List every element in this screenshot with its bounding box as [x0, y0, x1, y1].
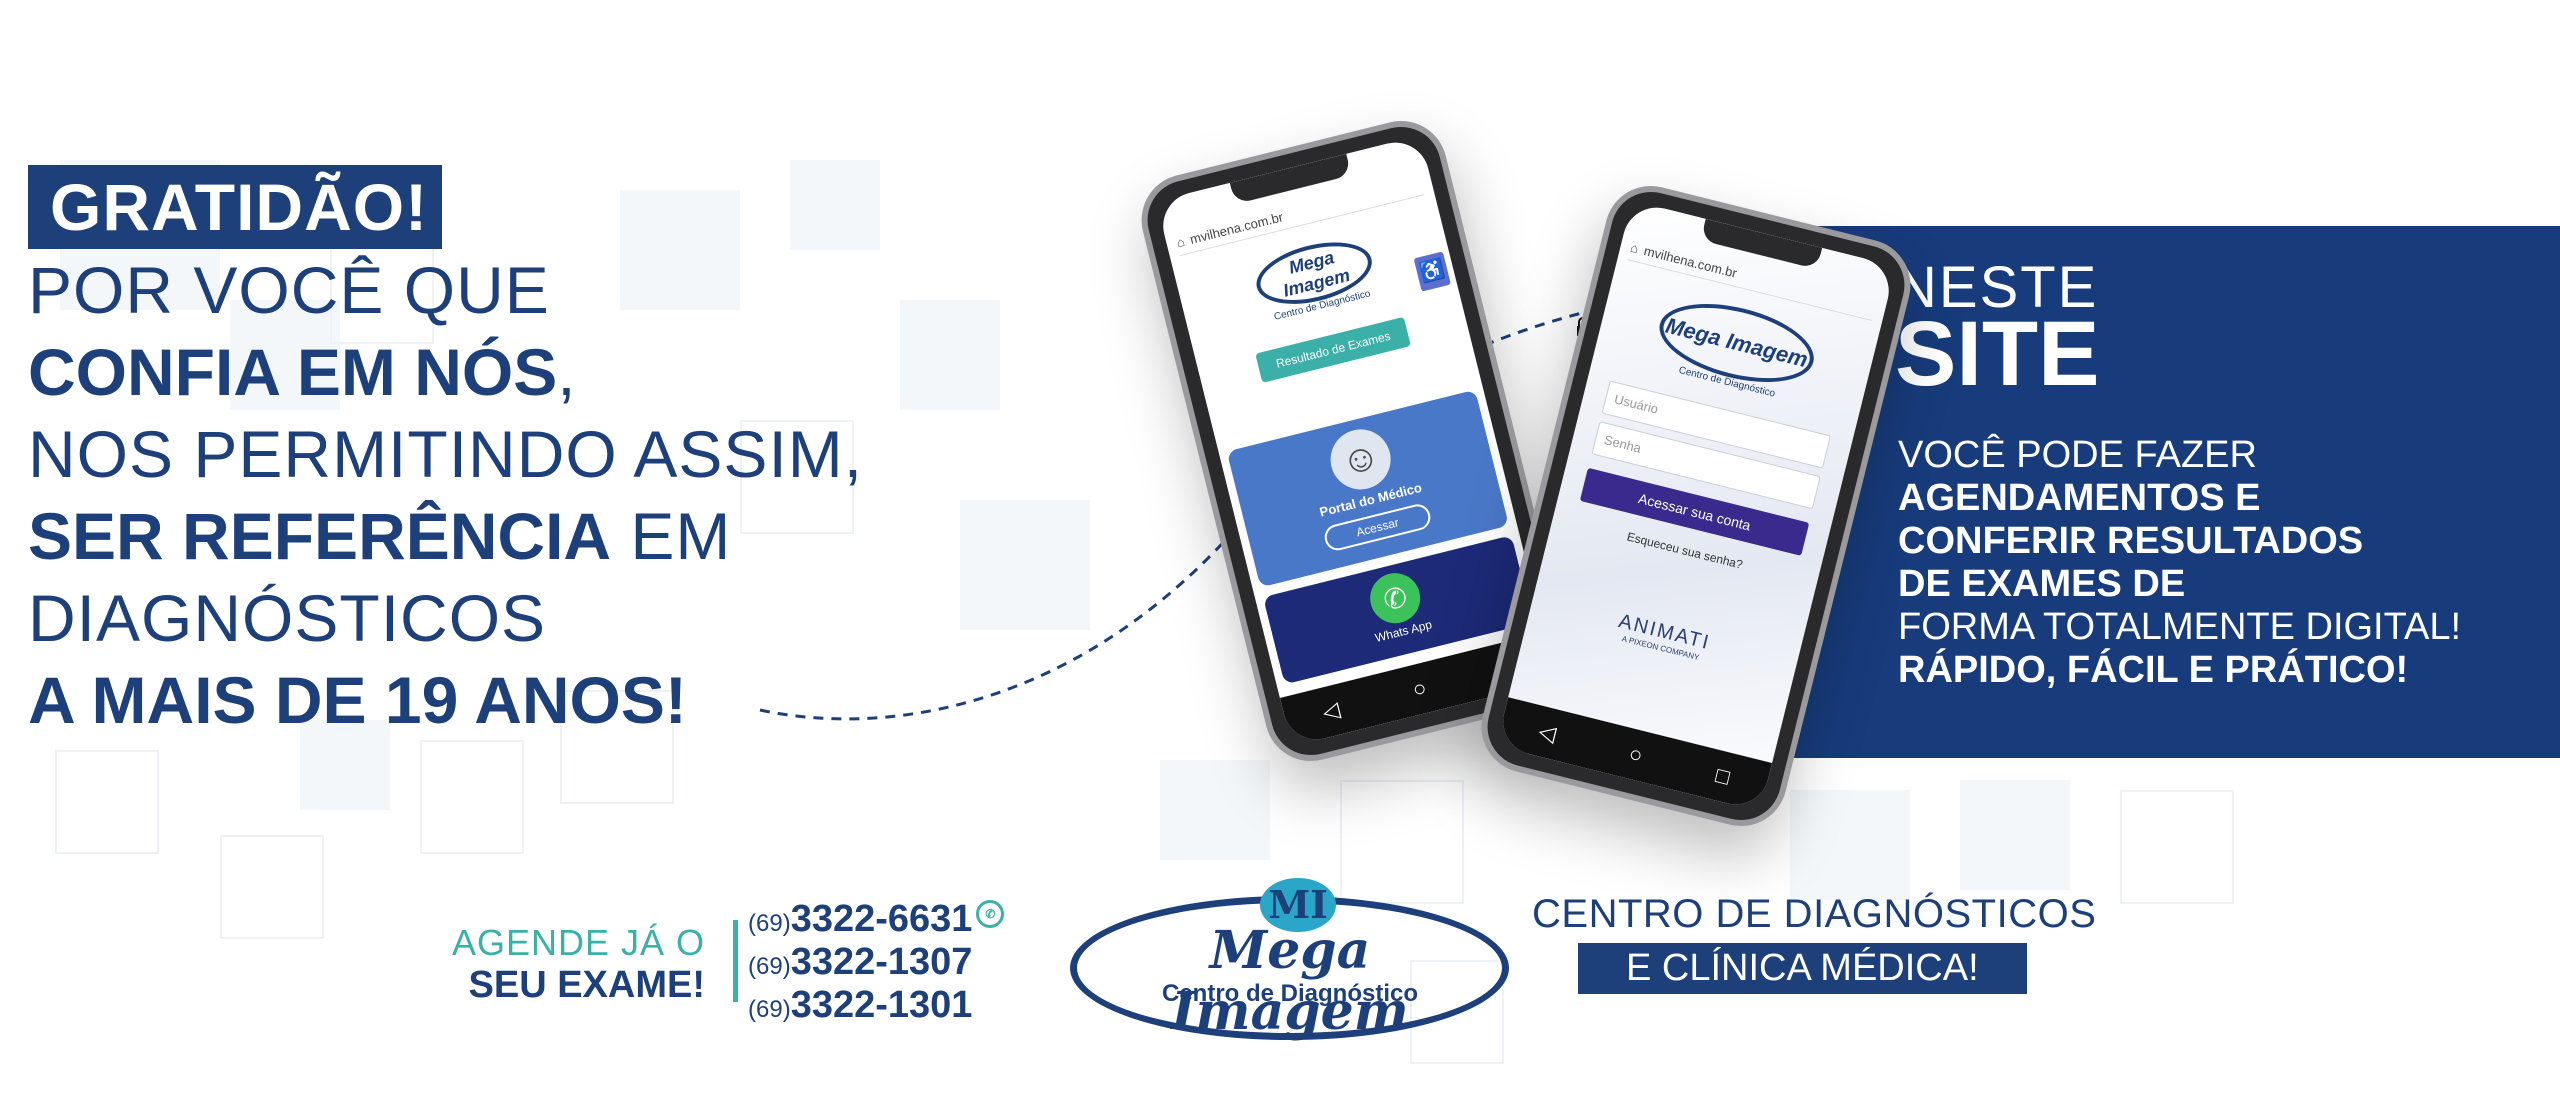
- whatsapp-icon: ✆: [976, 900, 1005, 928]
- phone-2-url: mvilhena.com.br: [1642, 242, 1739, 281]
- phone-3-ddd: (69): [748, 996, 791, 1023]
- accessibility-icon[interactable]: ♿: [1413, 251, 1451, 292]
- doctor-avatar-icon: ☺: [1324, 423, 1397, 496]
- panel-site: SITE: [1895, 303, 2100, 405]
- schedule-callout: AGENDE JÁ O SEU EXAME!: [447, 922, 705, 1007]
- phone-number-1[interactable]: (69)3322-6631✆: [748, 898, 1005, 943]
- headline-line-6: A MAIS DE 19 ANOS!: [28, 663, 687, 737]
- headline: GRATIDÃO! POR VOCÊ QUE CONFIA EM NÓS, NO…: [28, 165, 863, 741]
- panel-line-2: AGENDAMENTOS E: [1898, 477, 2261, 519]
- back-icon[interactable]: ◁: [1319, 696, 1343, 725]
- headline-line-4-tail: EM: [611, 499, 732, 573]
- phone-2-logo: Mega Imagem Centro de Diagnóstico: [1649, 289, 1822, 407]
- phone-1-logo: Mega Imagem Centro de Diagnóstico: [1250, 231, 1381, 326]
- mega-imagem-logo: MI Mega Imagem Centro de Diagnóstico: [1070, 878, 1509, 1042]
- logo-name: Mega Imagem: [1171, 920, 1409, 1042]
- panel-line-5: FORMA TOTALMENTE DIGITAL!: [1898, 606, 2462, 648]
- phone-3-number: 3322-1301: [790, 984, 973, 1026]
- home-icon[interactable]: ⌂: [1174, 233, 1187, 250]
- headline-line-3: NOS PERMITINDO ASSIM,: [28, 417, 864, 491]
- clinica-label: E CLÍNICA MÉDICA!: [1578, 943, 2027, 994]
- phone-number-3[interactable]: (69)3322-1301: [748, 986, 1004, 1029]
- headline-line-2-tail: ,: [557, 335, 577, 409]
- centro-label: CENTRO DE DIAGNÓSTICOS: [1532, 892, 2097, 936]
- headline-line-4-bold: SER REFERÊNCIA: [28, 499, 612, 573]
- panel-neste: NESTE: [1895, 255, 2099, 320]
- home-circle-icon[interactable]: ○: [1626, 740, 1646, 769]
- panel-line-1: VOCÊ PODE FAZER: [1898, 434, 2257, 476]
- whatsapp-icon: ✆: [1364, 567, 1426, 629]
- gratidao-badge: GRATIDÃO!: [28, 165, 443, 249]
- phone-numbers: (69)3322-6631✆ (69)3322-1307 (69)3322-13…: [748, 898, 1005, 1029]
- logo-mark: MI: [1260, 878, 1336, 932]
- headline-line-4: SER REFERÊNCIA EM: [28, 495, 863, 577]
- phone-1-number: 3322-6631: [790, 898, 973, 940]
- panel-line-6: RÁPIDO, FÁCIL E PRÁTICO!: [1898, 649, 2409, 691]
- animati-logo: ANIMATI A PIXEON COMPANY: [1528, 589, 1800, 686]
- divider: [733, 920, 738, 1002]
- agende-line-2: SEU EXAME!: [468, 964, 705, 1006]
- phone-2-number: 3322-1307: [790, 941, 973, 983]
- back-icon[interactable]: ◁: [1536, 718, 1559, 747]
- headline-line-5: DIAGNÓSTICOS: [28, 581, 547, 655]
- home-icon[interactable]: ⌂: [1629, 239, 1641, 256]
- agende-line-1: AGENDE JÁ O: [451, 922, 705, 963]
- panel-line-4: DE EXAMES DE: [1898, 563, 2186, 605]
- phone-1-ddd: (69): [748, 910, 791, 937]
- panel-body: VOCÊ PODE FAZER AGENDAMENTOS E CONFERIR …: [1898, 434, 2461, 692]
- recents-icon[interactable]: □: [1713, 762, 1733, 790]
- results-button[interactable]: Resultado de Exames: [1255, 316, 1412, 383]
- logo-tagline: Centro de Diagnóstico: [1161, 980, 1419, 1007]
- headline-line-1: POR VOCÊ QUE: [28, 253, 550, 327]
- headline-line-2-bold: CONFIA EM NÓS: [28, 335, 558, 409]
- phone-1-url: mvilhena.com.br: [1188, 208, 1285, 247]
- phone-2-ddd: (69): [748, 953, 791, 980]
- panel-line-3: CONFERIR RESULTADOS: [1898, 520, 2364, 562]
- home-circle-icon[interactable]: ○: [1410, 674, 1430, 703]
- phone-number-2[interactable]: (69)3322-1307: [748, 943, 1004, 986]
- headline-line-2: CONFIA EM NÓS,: [28, 331, 863, 413]
